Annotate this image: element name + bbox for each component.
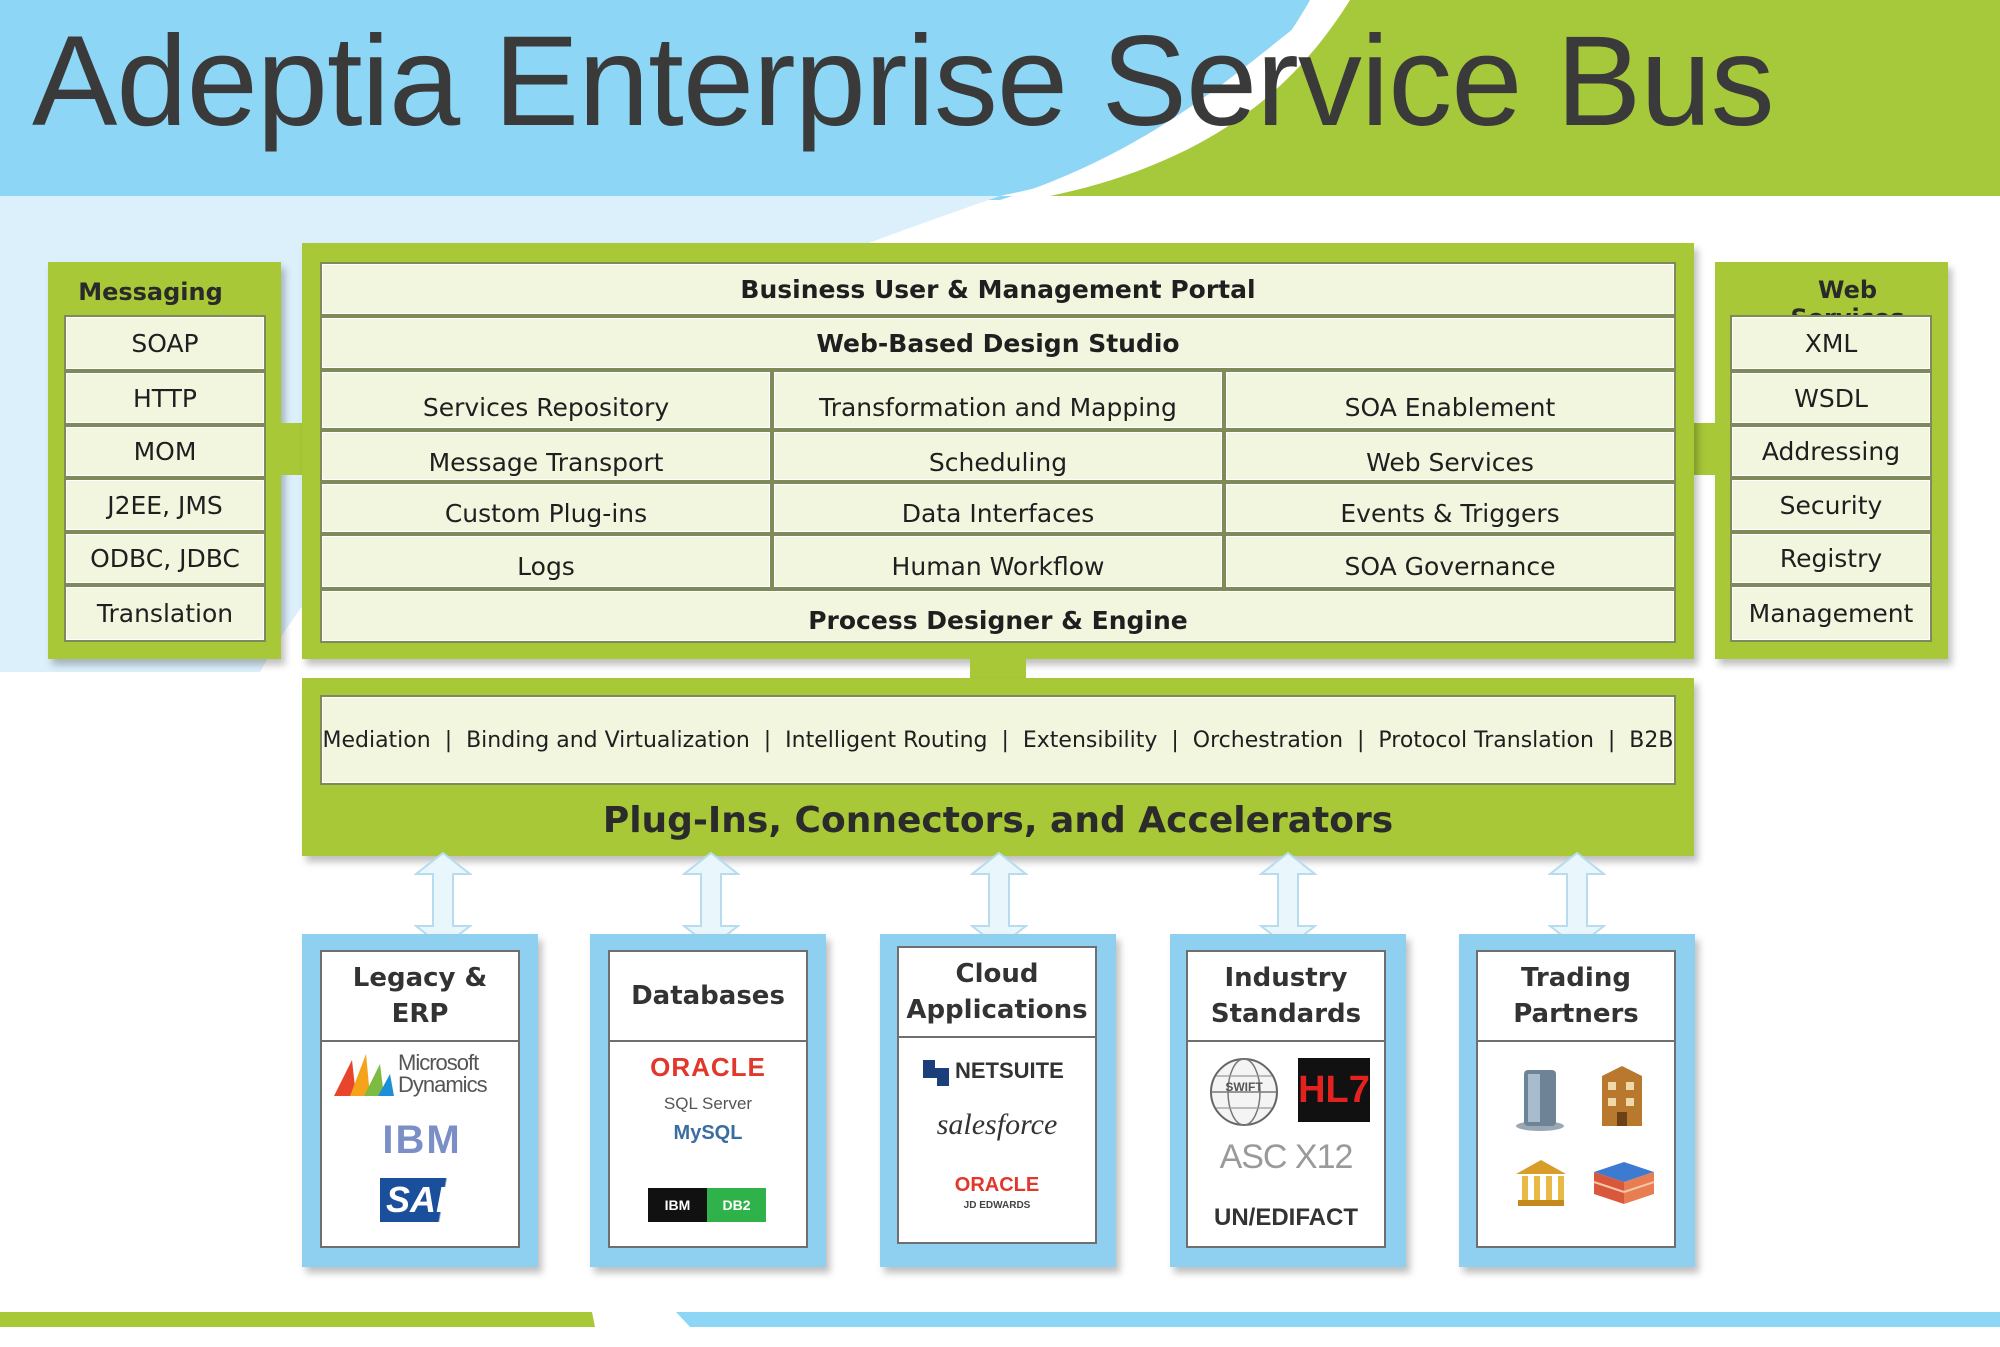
microsoft-dynamics-logo-icon xyxy=(334,1054,394,1096)
salesforce-logo-text: salesforce xyxy=(936,1108,1058,1141)
category-title-line: Applications xyxy=(906,995,1088,1025)
un-edifact-logo-text: UN/EDIFACT xyxy=(1214,1204,1358,1231)
category-title-line: Industry xyxy=(1224,962,1348,993)
ws-item-xml: XML xyxy=(1730,315,1932,371)
ws-item-registry: Registry xyxy=(1730,532,1932,585)
grid-cell: Web Services xyxy=(1224,430,1676,482)
oracle-logo-text: ORACLE xyxy=(650,1052,766,1082)
jd-edwards-logo-text: JD EDWARDS xyxy=(963,1200,1031,1211)
grid-cell: Human Workflow xyxy=(772,534,1224,589)
netsuite-mark-icon xyxy=(923,1060,949,1086)
oracle-jde-logo-text: ORACLE xyxy=(954,1174,1040,1196)
grid-cell: SOA Enablement xyxy=(1224,370,1676,430)
core-plugins-connector xyxy=(970,657,1026,681)
messaging-item-j2ee: J2EE, JMS xyxy=(64,478,266,532)
asc-x12-logo-text: ASC X12 xyxy=(1219,1138,1354,1176)
grid-cell: Transformation and Mapping xyxy=(772,370,1224,430)
ws-item-security: Security xyxy=(1730,478,1932,532)
messaging-item-translation: Translation xyxy=(64,585,266,642)
category-title-line: Databases xyxy=(631,980,785,1011)
ws-item-management: Management xyxy=(1730,585,1932,642)
messaging-connector xyxy=(279,423,305,475)
grid-cell: Events & Triggers xyxy=(1224,482,1676,534)
ibm-db2-logo: IBM DB2 xyxy=(648,1188,766,1222)
ws-item-wsdl: WSDL xyxy=(1730,371,1932,425)
bank-building-icon xyxy=(1516,1160,1566,1206)
page-title: Adeptia Enterprise Service Bus xyxy=(32,10,1775,153)
grid-cell: Services Repository xyxy=(320,370,772,430)
swift-globe-icon xyxy=(1210,1058,1278,1126)
hl7-logo-text: HL7 xyxy=(1298,1058,1370,1122)
netsuite-logo-text: NETSUITE xyxy=(955,1058,1064,1083)
web-services-connector xyxy=(1692,423,1718,475)
capabilities-row: Mediation | Binding and Virtualization |… xyxy=(320,695,1676,785)
dynamics-logo-text: Dynamics xyxy=(398,1072,488,1097)
mysql-logo-text: MySQL xyxy=(673,1122,743,1144)
grid-cell: Data Interfaces xyxy=(772,482,1224,534)
ibm-db2-ibm-text: IBM xyxy=(648,1188,707,1222)
office-tower-icon xyxy=(1516,1070,1564,1131)
category-title-line: ERP xyxy=(391,999,449,1029)
category-title-line: Partners xyxy=(1513,999,1639,1029)
plugins-label: Plug-Ins, Connectors, and Accelerators xyxy=(602,800,1394,841)
grid-cell: Logs xyxy=(320,534,772,589)
apartment-building-icon xyxy=(1602,1066,1642,1126)
studio-row: Web-Based Design Studio xyxy=(320,316,1676,370)
sql-server-logo-text: SQL Server xyxy=(663,1094,753,1113)
messaging-item-http: HTTP xyxy=(64,371,266,425)
sap-logo-text: SAP xyxy=(380,1178,466,1222)
messaging-title: Messaging xyxy=(78,278,223,306)
engine-row: Process Designer & Engine xyxy=(320,589,1676,643)
category-title-line: Standards xyxy=(1210,999,1362,1029)
category-title-line: Legacy & xyxy=(352,962,488,993)
microsoft-logo-text: Microsoft xyxy=(398,1050,479,1075)
category-legacy-panel: Legacy & ERP Microsoft Dynamics IBM SAP xyxy=(320,950,520,1248)
portal-row: Business User & Management Portal xyxy=(320,262,1676,316)
grid-cell: Message Transport xyxy=(320,430,772,482)
category-databases-panel: Databases ORACLE SQL Server MySQL IBM DB… xyxy=(608,950,808,1248)
grid-cell: Custom Plug-ins xyxy=(320,482,772,534)
messaging-item-soap: SOAP xyxy=(64,315,266,371)
category-title-line: Cloud xyxy=(955,958,1039,989)
category-title-line: Trading xyxy=(1521,962,1631,993)
ibm-logo-text: IBM xyxy=(382,1118,462,1162)
messaging-item-odbc: ODBC, JDBC xyxy=(64,532,266,585)
swift-logo-text: SWIFT xyxy=(1225,1080,1263,1094)
category-title: Legacy & ERP xyxy=(322,952,518,1042)
stacked-offices-icon xyxy=(1593,1162,1655,1204)
ibm-db2-db2-text: DB2 xyxy=(707,1188,766,1222)
grid-cell: SOA Governance xyxy=(1224,534,1676,589)
category-title: Databases xyxy=(610,952,806,1042)
ws-item-addressing: Addressing xyxy=(1730,425,1932,478)
messaging-item-mom: MOM xyxy=(64,425,266,478)
grid-cell: Scheduling xyxy=(772,430,1224,482)
